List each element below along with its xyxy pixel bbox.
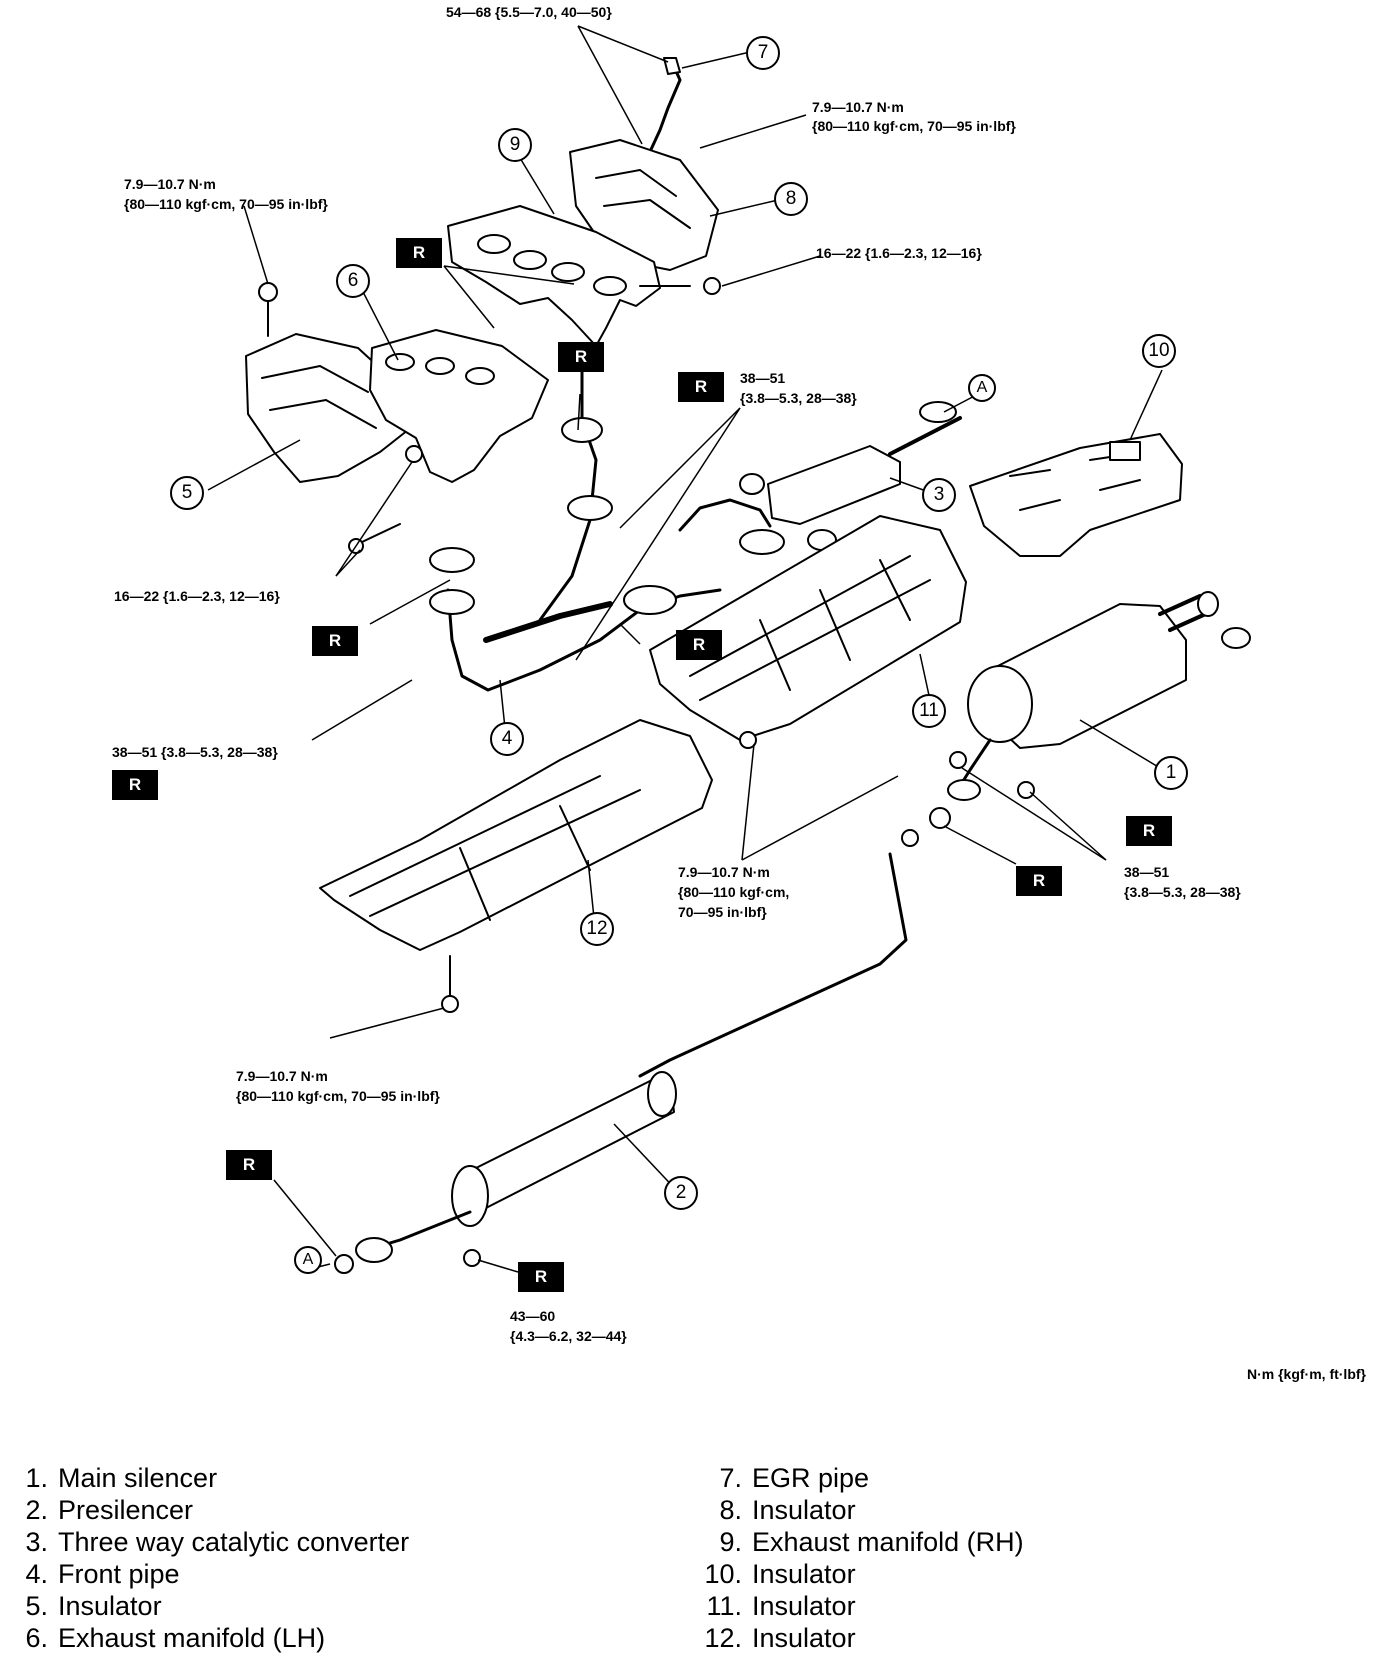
- insulator-12-drawing: [319, 719, 713, 951]
- exhaust-system-diagram: 54—68 {5.5—7.0, 40—50} 7.9—10.7 N·m {80—…: [112, 4, 1251, 1344]
- replace-mark: R: [558, 342, 604, 372]
- torque-insulator-8-bolt-line1: 7.9—10.7 N·m: [812, 99, 904, 115]
- legend-number: 11.: [706, 1591, 742, 1621]
- legend-number: 9.: [719, 1527, 742, 1557]
- legend-item: 2. Presilencer: [0, 1494, 409, 1526]
- catalytic-converter-drawing: [678, 498, 772, 532]
- callout-8: 8: [774, 182, 808, 216]
- torque-insulator-11-bolt-line1: 7.9—10.7 N·m: [678, 864, 770, 880]
- replace-mark: R: [678, 372, 724, 402]
- torque-insulator-8-bolt-line2: {80—110 kgf·cm, 70—95 in·lbf}: [812, 118, 1016, 134]
- legend-number: 8.: [719, 1495, 742, 1525]
- torque-insulator-11-bolt-line3: 70—95 in·lbf}: [678, 904, 767, 920]
- torque-insulator-11-bolt-line2: {80—110 kgf·cm,: [678, 884, 790, 900]
- callout-1: 1: [1154, 756, 1188, 790]
- connection-point-a: A: [294, 1246, 322, 1274]
- presilencer-drawing: [638, 852, 908, 1078]
- replace-mark: R: [112, 770, 158, 800]
- torque-front-pipe-nut-line1: 38—51: [740, 370, 786, 386]
- torque-insulator-12-bolt-line1: 7.9—10.7 N·m: [236, 1068, 328, 1084]
- torque-front-pipe-nut-line2: {3.8—5.3, 28—38}: [740, 390, 857, 406]
- exhaust-manifold-lh-drawing: [369, 329, 549, 483]
- callout-4: 4: [490, 722, 524, 756]
- callout-9: 9: [498, 128, 532, 162]
- legend-number: 2.: [25, 1495, 48, 1525]
- replace-mark: R: [1016, 866, 1062, 896]
- legend-item: 8. Insulator: [694, 1494, 1024, 1526]
- callout-5: 5: [170, 476, 204, 510]
- callout-11: 11: [912, 694, 946, 728]
- connection-point-a: A: [968, 374, 996, 402]
- legend-name: Exhaust manifold (LH): [58, 1623, 326, 1653]
- torque-egr-nut: 54—68 {5.5—7.0, 40—50}: [446, 4, 612, 20]
- legend-item: 4. Front pipe: [0, 1558, 409, 1590]
- torque-presilencer-nut-line2: {4.3—6.2, 32—44}: [510, 1328, 627, 1344]
- legend-number: 6.: [25, 1623, 48, 1653]
- legend-name: Front pipe: [58, 1559, 180, 1589]
- legend-number: 10.: [704, 1559, 742, 1589]
- legend-number: 5.: [25, 1591, 48, 1621]
- replace-mark: R: [226, 1150, 272, 1180]
- torque-insulator-5-bolt-line2: {80—110 kgf·cm, 70—95 in·lbf}: [124, 196, 328, 212]
- torque-front-pipe-lower: 38—51 {3.8—5.3, 28—38}: [112, 744, 278, 760]
- torque-silencer-nut-line1: 38—51: [1124, 864, 1170, 880]
- legend-name: Main silencer: [58, 1463, 218, 1493]
- diagram-drawing: [207, 25, 1251, 1274]
- callout-7: 7: [746, 36, 780, 70]
- units-note: N·m {kgf·m, ft·lbf}: [1247, 1366, 1366, 1382]
- insulator-10-drawing: [969, 433, 1183, 557]
- insulator-5-drawing: [245, 333, 409, 483]
- legend-item: 10. Insulator: [694, 1558, 1024, 1590]
- legend-name: Insulator: [752, 1495, 856, 1525]
- torque-silencer-nut-line2: {3.8—5.3, 28—38}: [1124, 884, 1241, 900]
- legend-item: 1. Main silencer: [0, 1462, 409, 1494]
- torque-manifold-rh-nut: 16—22 {1.6—2.3, 12—16}: [816, 245, 982, 261]
- callout-3: 3: [922, 478, 956, 512]
- legend-name: Insulator: [752, 1591, 856, 1621]
- replace-mark: R: [518, 1262, 564, 1292]
- replace-mark: R: [676, 630, 722, 660]
- callout-10: 10: [1142, 334, 1176, 368]
- legend-name: Insulator: [58, 1591, 162, 1621]
- legend-number: 12.: [704, 1623, 742, 1653]
- parts-legend-left: 1. Main silencer 2. Presilencer 3. Three wa…: [0, 1462, 409, 1654]
- legend-item: 3. Three way catalytic converter: [0, 1526, 409, 1558]
- replace-mark: R: [312, 626, 358, 656]
- callout-2: 2: [664, 1176, 698, 1210]
- legend-name: Insulator: [752, 1623, 856, 1653]
- torque-manifold-lh-nut: 16—22 {1.6—2.3, 12—16}: [114, 588, 280, 604]
- legend-number: 3.: [25, 1527, 48, 1557]
- callout-6: 6: [336, 264, 370, 298]
- callout-12: 12: [580, 912, 614, 946]
- parts-legend-right: 7. EGR pipe 8. Insulator 9. Exhaust manifol…: [694, 1462, 1024, 1654]
- legend-item: 12. Insulator: [694, 1622, 1024, 1654]
- legend-number: 1.: [25, 1463, 48, 1493]
- legend-item: 7. EGR pipe: [694, 1462, 1024, 1494]
- legend-name: Presilencer: [58, 1495, 194, 1525]
- replace-mark: R: [396, 238, 442, 268]
- torque-insulator-12-bolt-line2: {80—110 kgf·cm, 70—95 in·lbf}: [236, 1088, 440, 1104]
- legend-number: 7.: [719, 1463, 742, 1493]
- legend-item: 5. Insulator: [0, 1590, 409, 1622]
- legend-item: 6. Exhaust manifold (LH): [0, 1622, 409, 1654]
- torque-insulator-5-bolt-line1: 7.9—10.7 N·m: [124, 176, 216, 192]
- legend-number: 4.: [25, 1559, 48, 1589]
- legend-name: Three way catalytic converter: [58, 1527, 410, 1557]
- replace-mark: R: [1126, 816, 1172, 846]
- legend-name: Insulator: [752, 1559, 856, 1589]
- legend-item: 11. Insulator: [694, 1590, 1024, 1622]
- legend-name: EGR pipe: [752, 1463, 870, 1493]
- torque-presilencer-nut-line1: 43—60: [510, 1308, 556, 1324]
- legend-name: Exhaust manifold (RH): [752, 1527, 1024, 1557]
- legend-item: 9. Exhaust manifold (RH): [694, 1526, 1024, 1558]
